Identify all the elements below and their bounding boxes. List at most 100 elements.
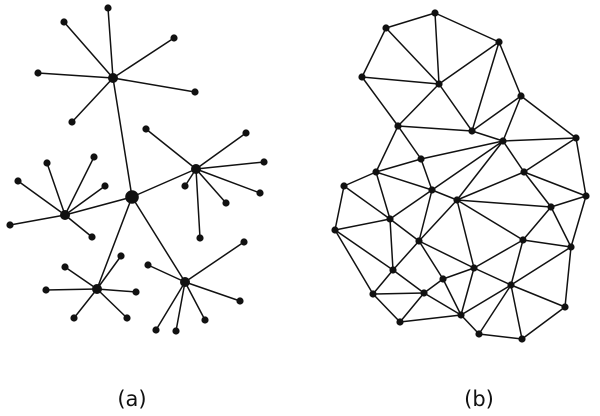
panel-b-node [519,236,527,244]
panel-b-edge [510,284,523,340]
panel-b-node [415,237,423,245]
panel-b-edge [389,189,433,220]
panel-b-node [457,311,465,319]
panel-a-edge [17,180,66,216]
panel-a-node [42,286,50,294]
panel-b-node [369,290,377,298]
panel-a-node [61,263,69,271]
panel-b-edge [434,12,440,85]
panel-a-edge [64,214,93,238]
panel-a-node [123,314,131,322]
panel-b-edge [460,267,475,316]
panel-a-node [43,159,51,167]
panel-b-edge [397,83,440,127]
panel-a-node [260,158,268,166]
panel-b-edge [375,171,433,191]
panel-b-edge [438,83,473,132]
panel-a-node [191,88,199,96]
panel-b-edge [523,137,577,173]
panel-b-node [582,192,590,200]
panel-a-node [68,118,76,126]
panel-a-node [117,252,125,260]
panel-a-node [90,153,98,161]
panel-b-node [417,155,425,163]
panel-a-edge [9,214,66,226]
panel-a-node [170,34,178,42]
panel-b-edge [434,12,500,43]
panel-b-node [428,186,436,194]
panel-b-edge [456,199,552,208]
panel-a-node [242,129,250,137]
panel-b-edge [442,267,475,280]
panel-b-node [358,73,366,81]
panel-b-edge [456,199,524,241]
panel-b-edge [471,130,504,142]
panel-b-edge [399,292,425,323]
panel-b-edge [343,185,391,220]
panel-b-edge [456,171,525,201]
panel-a-edge [195,168,261,194]
panel-b-edge [523,171,587,197]
panel-b-edge [334,229,394,271]
panel-a-edge [107,7,114,79]
panel-b-edge [431,189,458,201]
panel-b-edge [442,278,462,316]
panel-b-edge [375,158,422,173]
panel-b-edge [423,278,444,294]
panel-a-node [196,234,204,242]
panel-b-edge [397,125,422,160]
panel-b-node [439,275,447,283]
panel-b-edge [550,206,572,248]
panel-b-edge [397,125,473,132]
panel-b-edge [478,333,523,340]
panel-b-edge [418,189,433,242]
panel-b-edge [385,12,436,29]
panel-a-edge [145,128,197,170]
panel-a-edge [112,37,175,79]
panel-b-edge [575,137,587,197]
panel-b-edge [392,240,420,271]
panel-a-edge [147,264,186,283]
panel-b-edge [471,41,500,132]
panel-a-node [222,199,230,207]
panel-a-edge [73,288,98,319]
panel-b-edge [502,137,577,142]
panel-b-edge [438,41,500,85]
panel-b-node [507,281,515,289]
panel-a-edge [175,281,186,332]
panel-b-edge [431,140,504,191]
panel-b-node [396,318,404,326]
panel-a-node [236,297,244,305]
panel-b-edge [423,292,462,316]
panel-b-node [475,330,483,338]
panel-b-node [340,182,348,190]
panel-a-node [132,288,140,296]
panel-a-edge [64,185,106,216]
panel-b-node [331,226,339,234]
panel-b-edge [418,199,458,242]
panel-b-node [495,38,503,46]
panel-b-edge [361,27,387,78]
panel-b-edge [502,95,522,142]
panel-b-edge [343,171,377,187]
panel-a-edge [96,288,137,293]
panel-a-edge [46,162,66,216]
panel-b-node [468,127,476,135]
panel-b-edge [334,218,391,231]
panel-b-node [386,215,394,223]
panel-b-edge [473,267,512,286]
panel-b-edge [460,284,512,316]
panel-b-mesh-network [331,9,590,343]
panel-b-edge [570,195,587,248]
panel-a-edges [9,7,265,332]
panel-a-edge [155,281,186,331]
panel-b-edge [473,239,524,269]
panel-b-node [389,266,397,274]
panel-b-node [372,168,380,176]
panel-b-edge [456,140,504,201]
panel-b-node [382,24,390,32]
panel-b-node [561,303,569,311]
panel-b-node [420,289,428,297]
panel-b-nodes [331,9,590,343]
